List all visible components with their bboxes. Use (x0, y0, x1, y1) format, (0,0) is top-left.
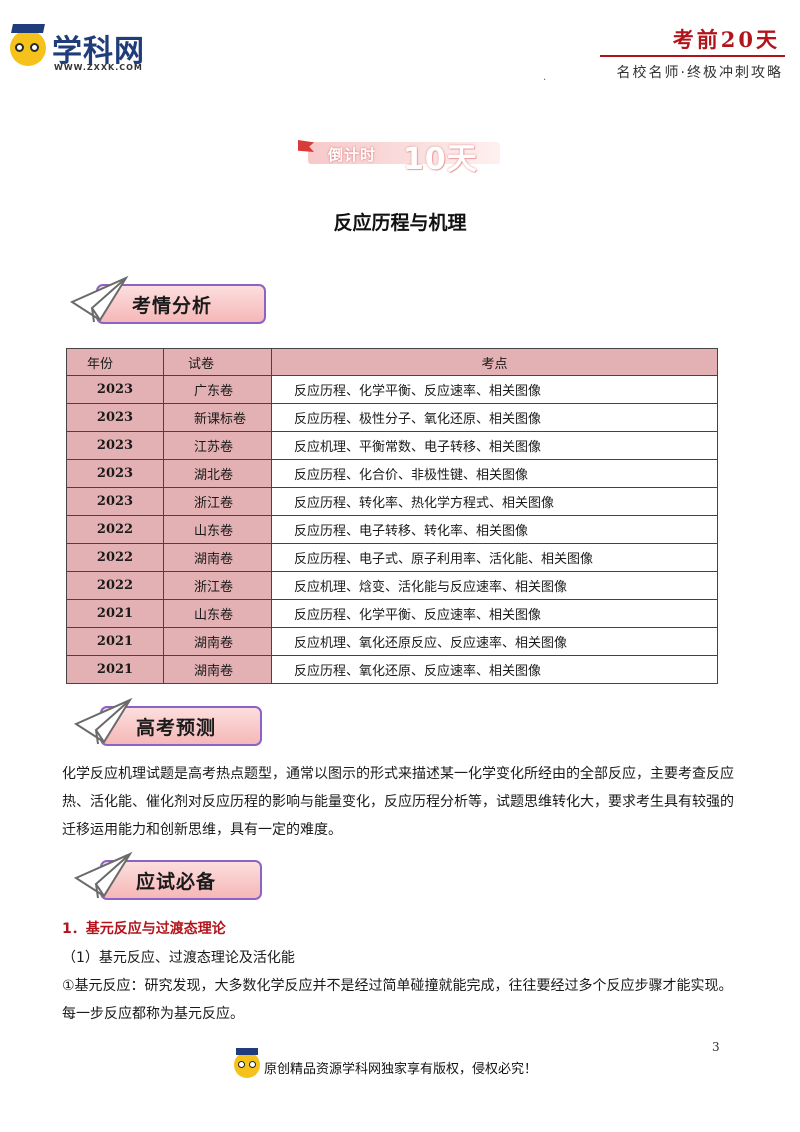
table-header-year: 年份 (66, 348, 164, 376)
cell-points: 反应历程、电子式、原子利用率、活化能、相关图像 (271, 543, 718, 572)
essentials-subheading: （1）基元反应、过渡态理论及活化能 (62, 950, 295, 966)
cell-paper: 新课标卷 (163, 403, 272, 432)
cell-year: 2023 (66, 487, 164, 516)
cell-paper: 山东卷 (163, 515, 272, 544)
countdown-label: 倒计时 (328, 146, 377, 164)
essentials-item: ①基元反应：研究发现，大多数化学反应并不是经过简单碰撞就能完成，往往要经过多个反… (62, 978, 733, 1022)
logo-text: 学科网 (52, 34, 145, 69)
cell-year: 2023 (66, 459, 164, 488)
paper-plane-icon (70, 275, 129, 323)
page-number: 3 (712, 1040, 720, 1054)
header-subtitle: 名校名师·终极冲刺攻略 (616, 65, 783, 81)
cell-points: 反应历程、极性分子、氧化还原、相关图像 (271, 403, 718, 432)
footer: 原创精品资源学科网独家享有版权，侵权必究！ (234, 1048, 574, 1082)
logo-mascot-icon (10, 24, 46, 66)
cell-year: 2023 (66, 431, 164, 460)
header-title: 考前20天 (672, 27, 780, 52)
cell-paper: 湖南卷 (163, 627, 272, 656)
section-badge-essentials: 应试必备 (74, 851, 264, 900)
cell-paper: 湖北卷 (163, 459, 272, 488)
table-header-row: 年份 试卷 考点 (66, 348, 718, 376)
footer-copyright: 原创精品资源学科网独家享有版权，侵权必究！ (264, 1062, 538, 1077)
document-title: 反应历程与机理 (333, 212, 467, 234)
flag-icon (298, 140, 314, 152)
cell-year: 2022 (66, 515, 164, 544)
cell-paper: 江苏卷 (163, 431, 272, 460)
cell-paper: 广东卷 (163, 375, 272, 404)
paper-plane-icon (74, 697, 133, 745)
cell-paper: 山东卷 (163, 599, 272, 628)
cell-points: 反应机理、平衡常数、电子转移、相关图像 (271, 431, 718, 460)
cell-paper: 湖南卷 (163, 543, 272, 572)
forecast-paragraph: 化学反应机理试题是高考热点题型，通常以图示的形式来描述某一化学变化所经由的全部反… (62, 766, 734, 838)
cell-paper: 浙江卷 (163, 487, 272, 516)
table-header-points: 考点 (271, 348, 718, 376)
footer-mascot-icon (234, 1048, 260, 1078)
header-dot: . (543, 72, 547, 83)
section-title-forecast: 高考预测 (136, 717, 217, 739)
countdown-banner: 倒计时 10天 (298, 132, 508, 177)
cell-year: 2021 (66, 655, 164, 684)
cell-year: 2023 (66, 403, 164, 432)
logo-url: WWW.ZXXK.COM (54, 63, 143, 72)
cell-year: 2021 (66, 599, 164, 628)
paper-plane-icon (74, 851, 133, 899)
cell-points: 反应机理、焓变、活化能与反应速率、相关图像 (271, 571, 718, 600)
cell-paper: 湖南卷 (163, 655, 272, 684)
cell-points: 反应历程、转化率、热化学方程式、相关图像 (271, 487, 718, 516)
cell-year: 2023 (66, 375, 164, 404)
cell-year: 2022 (66, 571, 164, 600)
cell-points: 反应历程、电子转移、转化率、相关图像 (271, 515, 718, 544)
cell-year: 2021 (66, 627, 164, 656)
cell-points: 反应历程、化学平衡、反应速率、相关图像 (271, 599, 718, 628)
cell-year: 2022 (66, 543, 164, 572)
section-title-analysis: 考情分析 (132, 295, 213, 317)
cell-points: 反应历程、化合价、非极性键、相关图像 (271, 459, 718, 488)
cell-points: 反应机理、氧化还原反应、反应速率、相关图像 (271, 627, 718, 656)
cell-points: 反应历程、氧化还原、反应速率、相关图像 (271, 655, 718, 684)
cell-points: 反应历程、化学平衡、反应速率、相关图像 (271, 375, 718, 404)
essentials-heading: 1．基元反应与过渡态理论 (62, 921, 226, 937)
table-header-paper: 试卷 (163, 348, 272, 376)
section-badge-analysis: 考情分析 (70, 275, 266, 324)
section-title-essentials: 应试必备 (136, 871, 217, 893)
section-badge-forecast: 高考预测 (74, 697, 264, 746)
countdown-value: 10天 (403, 142, 478, 177)
cell-paper: 浙江卷 (163, 571, 272, 600)
header-divider (600, 55, 785, 57)
